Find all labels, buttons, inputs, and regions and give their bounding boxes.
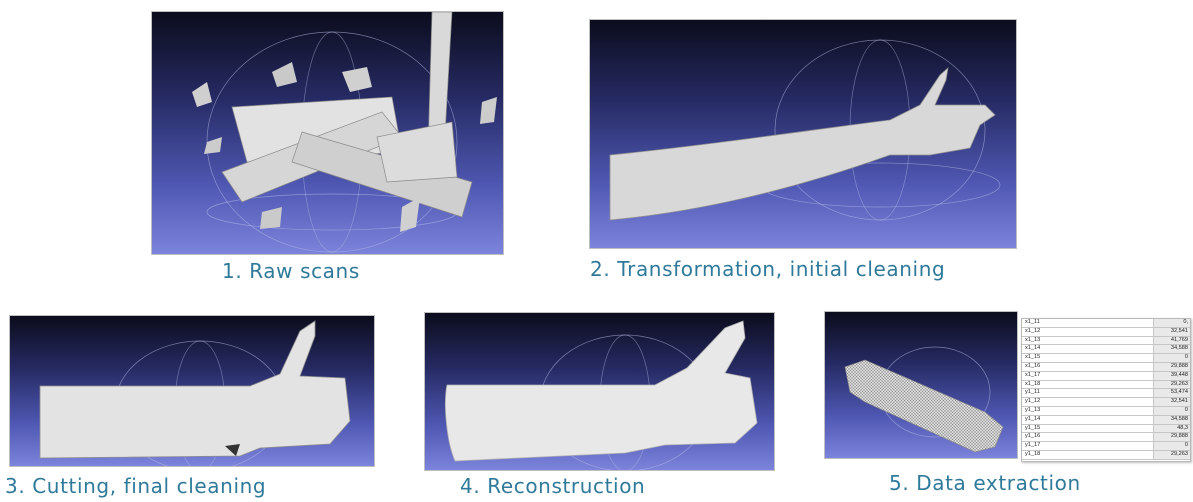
- row-value: 53,474: [1154, 389, 1190, 397]
- raw-scans-render: [152, 12, 503, 254]
- row-value: 0,: [1154, 319, 1190, 327]
- row-key: x1_14: [1022, 345, 1154, 353]
- row-value: 29,888: [1154, 433, 1190, 441]
- row-value: 39,448: [1154, 372, 1190, 380]
- row-key: y1_13: [1022, 407, 1154, 415]
- row-key: x1_16: [1022, 363, 1154, 371]
- data-extraction-render: [825, 312, 1017, 458]
- row-key: x1_18: [1022, 381, 1154, 389]
- cutting-viewport: [10, 316, 374, 466]
- reconstruction-caption: 4. Reconstruction: [460, 474, 645, 498]
- raw-scans-caption: 1. Raw scans: [222, 259, 360, 283]
- reconstruction-viewport: [425, 313, 774, 470]
- row-key: y1_14: [1022, 416, 1154, 424]
- row-value: 0: [1154, 354, 1190, 362]
- row-key: x1_13: [1022, 337, 1154, 345]
- row-value: 34,588: [1154, 416, 1190, 424]
- row-key: y1_16: [1022, 433, 1154, 441]
- row-key: y1_11: [1022, 389, 1154, 397]
- row-value: 32,541: [1154, 398, 1190, 406]
- row-key: y1_18: [1022, 451, 1154, 459]
- transformation-render: [590, 20, 1016, 248]
- raw-scans-viewport: [152, 12, 503, 254]
- data-extraction-caption: 5. Data extraction: [889, 471, 1081, 495]
- row-key: y1_15: [1022, 425, 1154, 433]
- row-value: 0: [1154, 407, 1190, 415]
- row-key: x1_11: [1022, 319, 1154, 327]
- transformation-viewport: [590, 20, 1016, 248]
- row-value: 32,541: [1154, 328, 1190, 336]
- row-key: y1_12: [1022, 398, 1154, 406]
- row-value: 41,769: [1154, 337, 1190, 345]
- row-key: x1_17: [1022, 372, 1154, 380]
- transformation-caption: 2. Transformation, initial cleaning: [590, 257, 945, 281]
- cutting-caption: 3. Cutting, final cleaning: [5, 474, 266, 498]
- row-value: 48,3: [1154, 425, 1190, 433]
- row-key: y1_17: [1022, 442, 1154, 450]
- row-value: 34,588: [1154, 345, 1190, 353]
- row-value: 29,263: [1154, 381, 1190, 389]
- row-value: 29,263: [1154, 451, 1190, 459]
- reconstruction-render: [425, 313, 774, 470]
- row-key: x1_15: [1022, 354, 1154, 362]
- data-extraction-viewport: [825, 312, 1017, 458]
- cutting-render: [10, 316, 374, 466]
- row-value: 29,888: [1154, 363, 1190, 371]
- row-key: x1_12: [1022, 328, 1154, 336]
- row-value: 0: [1154, 442, 1190, 450]
